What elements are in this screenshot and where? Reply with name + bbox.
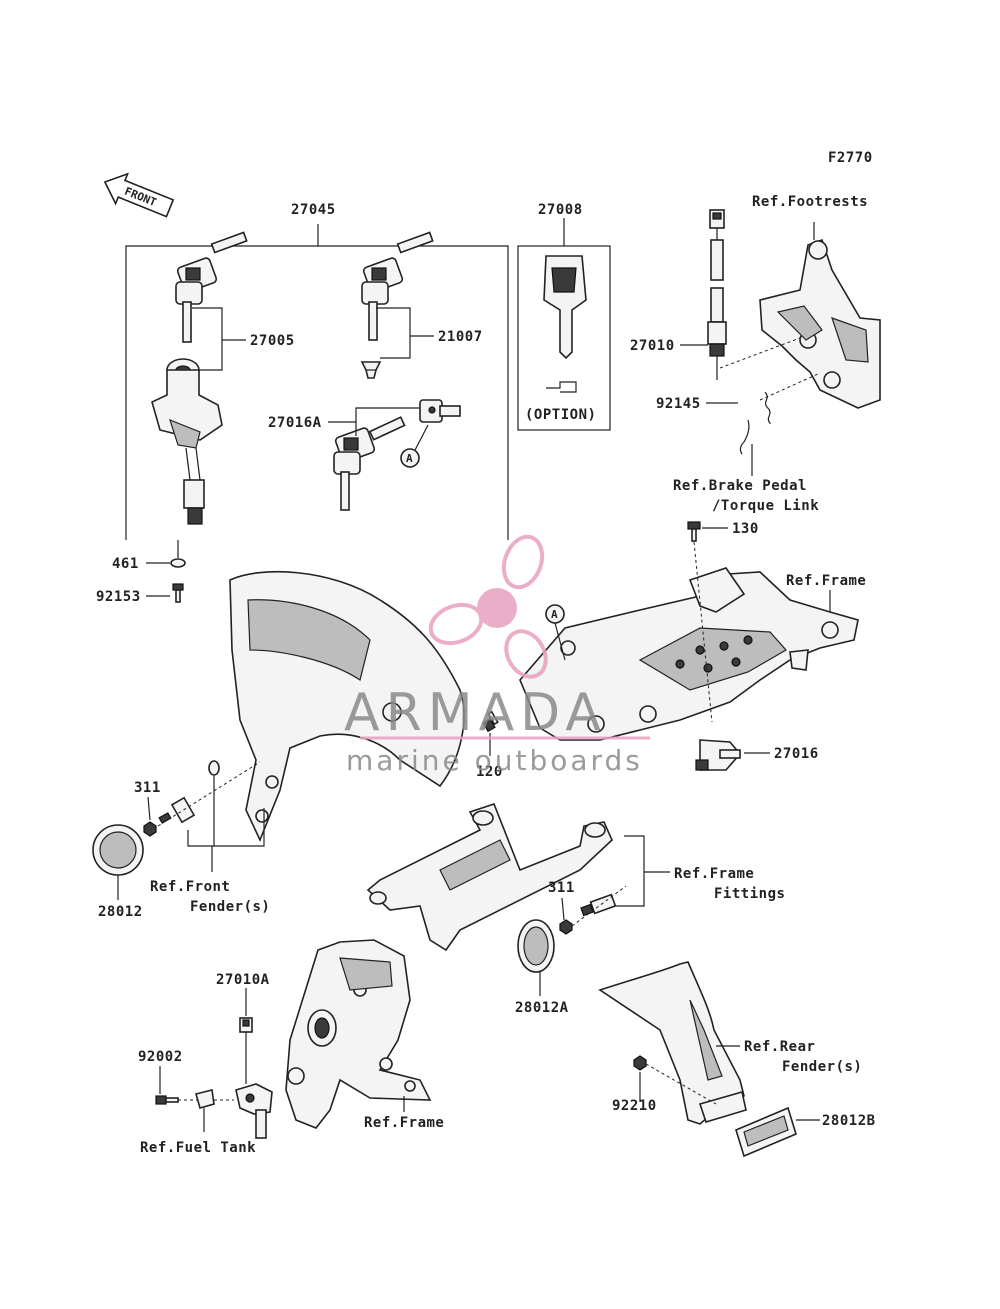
label-27010A: 27010A [216, 972, 270, 988]
ref-footrests: Ref.Footrests [752, 194, 868, 210]
ref-fuel-tank: Ref.Fuel Tank [140, 1140, 256, 1156]
callout-a-marker: A [406, 452, 413, 465]
watermark-brand: ARMADA [344, 683, 607, 743]
label-28012B: 28012B [822, 1113, 876, 1129]
label-27016A: 27016A [268, 415, 322, 431]
ref-rear-fender-2: Fender(s) [782, 1059, 862, 1075]
spacer-icon [580, 893, 617, 917]
nut-icon [559, 919, 573, 935]
ref-frame-fittings-2: Fittings [714, 886, 785, 902]
brake-switch-group: 27010 92145 Ref.Brake Pedal /Torque Link [630, 209, 819, 514]
label-130: 130 [732, 521, 759, 537]
front-fender-icon [229, 570, 465, 843]
spacer-icon [158, 796, 196, 824]
ref-frame-bottom: Ref.Frame [364, 1115, 444, 1131]
key-set-group: 27045 27005 [125, 202, 509, 540]
ref-front-fender-2: Fender(s) [190, 899, 270, 915]
washer-icon [208, 760, 220, 776]
ref-front-fender-1: Ref.Front [150, 879, 230, 895]
reflector-icon [92, 824, 144, 876]
key-icon [361, 231, 434, 341]
ref-frame-top: Ref.Frame [786, 573, 866, 589]
label-28012: 28012 [98, 904, 143, 920]
front-arrow-icon: FRONT [103, 172, 175, 218]
bolt-icon [687, 521, 701, 542]
option-label: (OPTION) [525, 407, 596, 423]
label-27005: 27005 [250, 333, 295, 349]
bolt-icon [155, 1095, 179, 1105]
label-92002: 92002 [138, 1049, 183, 1065]
nut-icon [143, 821, 157, 837]
label-27010: 27010 [630, 338, 675, 354]
label-311-right: 311 [548, 880, 575, 896]
washer-icon [170, 558, 186, 568]
bolt-icon [172, 583, 184, 603]
ignition-switch-icon [151, 358, 223, 525]
callout-a-frame: A [551, 608, 558, 621]
label-27008: 27008 [538, 202, 583, 218]
figure-code: F2770 [828, 150, 873, 166]
ref-torque-link: /Torque Link [712, 498, 819, 514]
rear-fender-icon [598, 961, 747, 1125]
label-92153: 92153 [96, 589, 141, 605]
nut-icon [633, 1055, 647, 1071]
label-27016: 27016 [774, 746, 819, 762]
frame-fittings-icon [366, 803, 613, 952]
label-461: 461 [112, 556, 139, 572]
label-92145: 92145 [656, 396, 701, 412]
rear-frame-icon: Ref.Frame [519, 567, 866, 741]
reflector-icon [517, 919, 555, 973]
bracket-icon [195, 1089, 215, 1109]
footrest-bracket-icon: Ref.Footrests [719, 194, 881, 409]
seat-lock-icon [419, 399, 461, 423]
key-icon [333, 416, 406, 511]
watermark-logo: ARMADA marine outboards [344, 534, 650, 777]
label-311-left: 311 [134, 780, 161, 796]
lower-frame-icon [285, 939, 432, 1129]
label-92210: 92210 [612, 1098, 657, 1114]
ref-frame-fittings-1: Ref.Frame [674, 866, 754, 882]
reflector-icon [735, 1106, 797, 1158]
seat-lock-icon [695, 739, 742, 771]
ref-rear-fender-1: Ref.Rear [744, 1039, 815, 1055]
label-21007: 21007 [438, 329, 483, 345]
bolt-icon [482, 710, 499, 733]
label-27045: 27045 [291, 202, 336, 218]
side-stand-switch-icon [235, 1017, 273, 1139]
propeller-logo-icon [428, 534, 548, 679]
label-28012A: 28012A [515, 1000, 569, 1016]
ref-brake-pedal: Ref.Brake Pedal [673, 478, 807, 494]
watermark-tagline: marine outboards [346, 744, 643, 777]
screw-icon [360, 361, 382, 379]
option-key-group: 27008 (OPTION) [517, 202, 611, 431]
key-icon [175, 231, 248, 343]
label-120: 120 [476, 764, 503, 780]
